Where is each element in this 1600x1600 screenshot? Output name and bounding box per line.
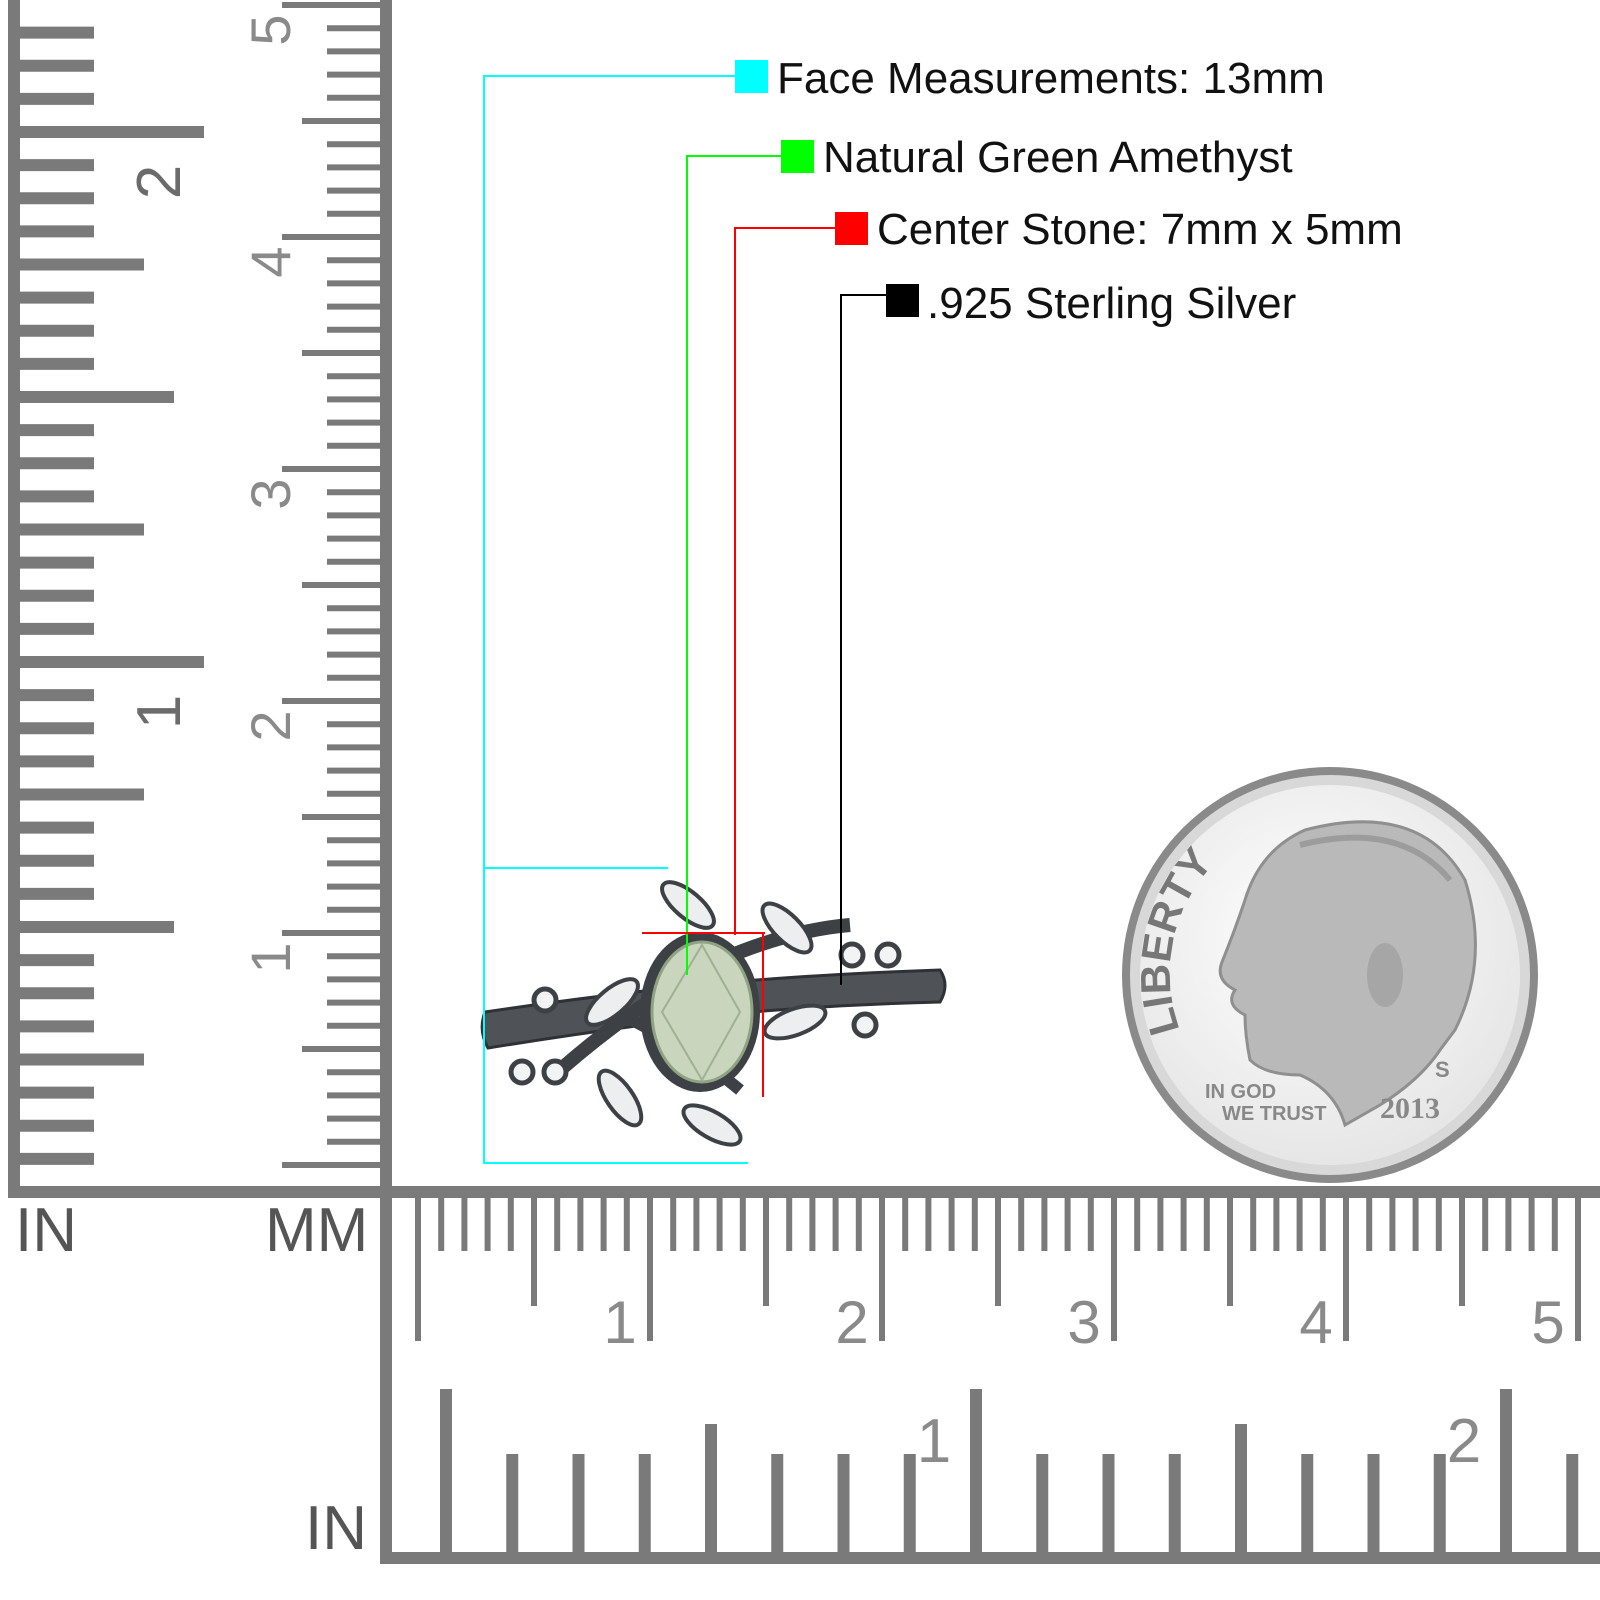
coin-year: 2013 [1380,1092,1440,1125]
horizontal-cm-label: 2 [835,1289,868,1356]
horizontal-ruler-frame [380,1186,1600,1564]
marquise-stones [584,880,828,1147]
metal-swatch [886,284,919,317]
left-inch-unit-label: IN [15,1196,77,1265]
legend-center-stone: Center Stone: 7mm x 5mm [877,205,1403,254]
coin-motto-line1: IN GOD [1205,1081,1276,1103]
coin-motto-line2: WE TRUST [1222,1103,1326,1125]
horizontal-inch-label: 2 [1447,1407,1481,1476]
vertical-cm-label: 2 [239,710,302,741]
left-mm-unit-label: MM [265,1196,369,1265]
coin-portrait [1218,820,1477,1128]
vertical-cm-label: 5 [239,14,302,45]
metal-leader [840,294,886,985]
face-measurement-bracket [483,75,748,1164]
legend-metal: .925 Sterling Silver [927,279,1297,328]
horizontal-cm-label: 1 [603,1289,636,1356]
face-measurement-swatch [735,60,768,93]
stone-type-leader [686,155,781,975]
legend-face-measurements: Face Measurements: 13mm [777,54,1325,103]
vertical-inch-label: 1 [125,695,194,729]
center-stone-swatch [835,212,868,245]
vertical-cm-label: 4 [239,246,302,277]
horizontal-cm-label: 4 [1299,1289,1332,1356]
horizontal-inch-label: 1 [917,1407,951,1476]
legend-stone-type: Natural Green Amethyst [823,133,1293,182]
vertical-inch-label: 2 [125,165,194,199]
coin-mint-mark: S [1435,1057,1450,1082]
stone-type-swatch [781,140,814,173]
bottom-inch-unit-label: IN [305,1494,367,1563]
center-stone [640,932,760,1092]
vertical-cm-label: 3 [239,478,302,509]
vertical-cm-label: 1 [239,942,302,973]
center-stone-leader [642,227,835,1097]
horizontal-cm-label: 3 [1067,1289,1100,1356]
horizontal-cm-label: 5 [1531,1289,1564,1356]
